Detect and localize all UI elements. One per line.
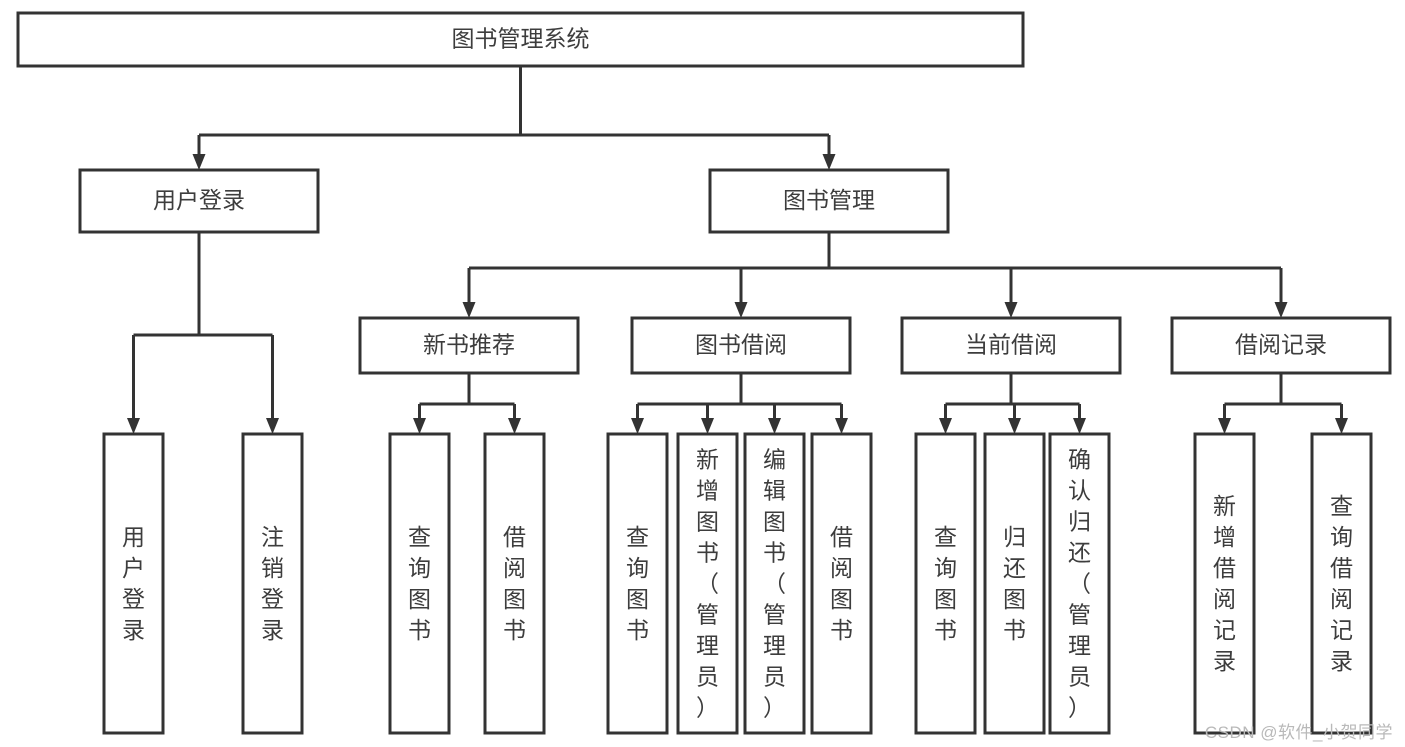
node-label-leaf-borrow-book-1: 借阅图书 [503, 524, 526, 643]
node-new-book-recommend[interactable]: 新书推荐 [358, 316, 580, 375]
node-box-user-login [78, 168, 320, 234]
node-label-leaf-confirm-return: 确认归还（管理员） [1068, 447, 1091, 721]
arrow-head-icon [1073, 418, 1086, 434]
node-box-current-borrow [900, 316, 1122, 375]
arrow-head-icon [939, 418, 952, 434]
node-box-leaf-user-login [102, 432, 165, 735]
node-leaf-query-book-2[interactable]: 查询图书 [606, 432, 669, 735]
node-leaf-query-book-1[interactable]: 查询图书 [388, 432, 451, 735]
node-box-leaf-borrow-book-2 [810, 432, 873, 735]
node-leaf-query-borrow-record[interactable]: 查询借阅记录 [1310, 432, 1373, 735]
node-box-leaf-add-borrow-record [1193, 432, 1256, 735]
node-book-borrow[interactable]: 图书借阅 [630, 316, 852, 375]
node-label-leaf-add-book: 新增图书（管理员） [696, 447, 719, 721]
node-label-book-management: 图书管理 [783, 187, 875, 213]
arrow-head-icon [508, 418, 521, 434]
node-label-user-login: 用户登录 [153, 187, 245, 213]
arrow-head-icon [701, 418, 714, 434]
node-book-management[interactable]: 图书管理 [708, 168, 950, 234]
node-user-login[interactable]: 用户登录 [78, 168, 320, 234]
arrow-head-icon [1335, 418, 1348, 434]
node-label-leaf-query-book-1: 查询图书 [408, 524, 431, 643]
node-leaf-confirm-return[interactable]: 确认归还（管理员） [1048, 432, 1111, 735]
csdn-watermark: CSDN @软件_小贺同学 [1204, 723, 1393, 742]
node-box-leaf-confirm-return [1048, 432, 1111, 735]
arrow-head-icon [631, 418, 644, 434]
node-leaf-return-book[interactable]: 归还图书 [983, 432, 1046, 735]
node-box-leaf-query-book-1 [388, 432, 451, 735]
node-box-leaf-borrow-book-1 [483, 432, 546, 735]
node-label-leaf-add-borrow-record: 新增借阅记录 [1213, 493, 1236, 674]
node-box-leaf-query-book-2 [606, 432, 669, 735]
node-box-borrow-record [1170, 316, 1392, 375]
arrow-head-icon [1004, 302, 1018, 318]
node-box-root [16, 11, 1025, 68]
node-box-leaf-add-book [676, 432, 739, 735]
node-label-leaf-query-borrow-record: 查询借阅记录 [1330, 493, 1353, 674]
node-label-root: 图书管理系统 [452, 26, 590, 52]
node-box-leaf-user-logout [241, 432, 304, 735]
node-label-borrow-record: 借阅记录 [1235, 332, 1327, 358]
node-borrow-record[interactable]: 借阅记录 [1170, 316, 1392, 375]
arrow-head-icon [835, 418, 848, 434]
node-label-leaf-borrow-book-2: 借阅图书 [830, 524, 853, 643]
node-leaf-add-borrow-record[interactable]: 新增借阅记录 [1193, 432, 1256, 735]
node-leaf-add-book[interactable]: 新增图书（管理员） [676, 432, 739, 735]
node-box-leaf-return-book [983, 432, 1046, 735]
node-label-leaf-return-book: 归还图书 [1003, 524, 1026, 643]
arrow-head-icon [1218, 418, 1231, 434]
node-label-leaf-query-book-2: 查询图书 [626, 524, 649, 643]
arrow-head-icon [127, 418, 140, 434]
arrow-head-icon [822, 154, 836, 170]
node-leaf-borrow-book-2[interactable]: 借阅图书 [810, 432, 873, 735]
connector-layer [127, 66, 1348, 434]
node-box-book-borrow [630, 316, 852, 375]
node-box-leaf-edit-book [743, 432, 806, 735]
node-box-leaf-query-borrow-record [1310, 432, 1373, 735]
node-leaf-user-logout[interactable]: 注销登录 [241, 432, 304, 735]
arrow-head-icon [734, 302, 748, 318]
node-box-leaf-query-book-3 [914, 432, 977, 735]
arrow-head-icon [192, 154, 206, 170]
node-box-book-management [708, 168, 950, 234]
arrow-head-icon [1008, 418, 1021, 434]
node-box-new-book-recommend [358, 316, 580, 375]
arrow-head-icon [462, 302, 476, 318]
node-current-borrow[interactable]: 当前借阅 [900, 316, 1122, 375]
node-label-leaf-query-book-3: 查询图书 [934, 524, 957, 643]
node-label-current-borrow: 当前借阅 [965, 332, 1057, 358]
node-leaf-query-book-3[interactable]: 查询图书 [914, 432, 977, 735]
node-label-leaf-edit-book: 编辑图书（管理员） [763, 447, 786, 721]
arrow-head-icon [768, 418, 781, 434]
arrow-head-icon [413, 418, 426, 434]
arrow-head-icon [1274, 302, 1288, 318]
node-label-book-borrow: 图书借阅 [695, 332, 787, 358]
node-leaf-edit-book[interactable]: 编辑图书（管理员） [743, 432, 806, 735]
arrow-head-icon [266, 418, 279, 434]
node-leaf-user-login[interactable]: 用户登录 [102, 432, 165, 735]
node-label-new-book-recommend: 新书推荐 [423, 332, 515, 358]
node-root[interactable]: 图书管理系统 [16, 11, 1025, 68]
node-layer: 图书管理系统用户登录图书管理新书推荐图书借阅当前借阅借阅记录用户登录注销登录查询… [16, 11, 1392, 735]
node-leaf-borrow-book-1[interactable]: 借阅图书 [483, 432, 546, 735]
node-label-leaf-user-logout: 注销登录 [261, 524, 284, 643]
node-label-leaf-user-login: 用户登录 [122, 524, 145, 643]
